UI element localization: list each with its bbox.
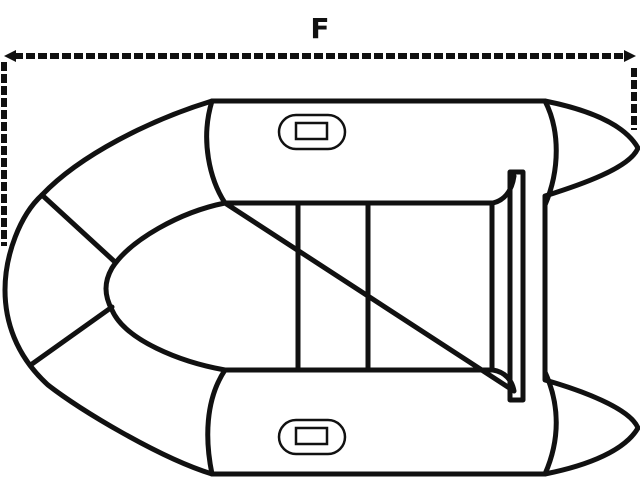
starboard-tube-inner <box>542 98 559 477</box>
arrow-left-icon <box>4 50 16 62</box>
dimension-label-f: F <box>310 12 330 45</box>
carry-handle-bottom <box>277 418 347 456</box>
bow-seam-upper <box>39 192 118 265</box>
floor-outline <box>103 173 517 394</box>
transom <box>507 169 526 403</box>
arrow-right-icon <box>624 50 636 62</box>
tube-seam-top <box>204 98 228 206</box>
dimension-line <box>1 50 637 246</box>
carry-handle-top <box>277 113 347 151</box>
tube-seam-bottom <box>205 367 228 477</box>
hull-outline <box>2 98 640 477</box>
bow-seam-lower <box>29 304 115 367</box>
